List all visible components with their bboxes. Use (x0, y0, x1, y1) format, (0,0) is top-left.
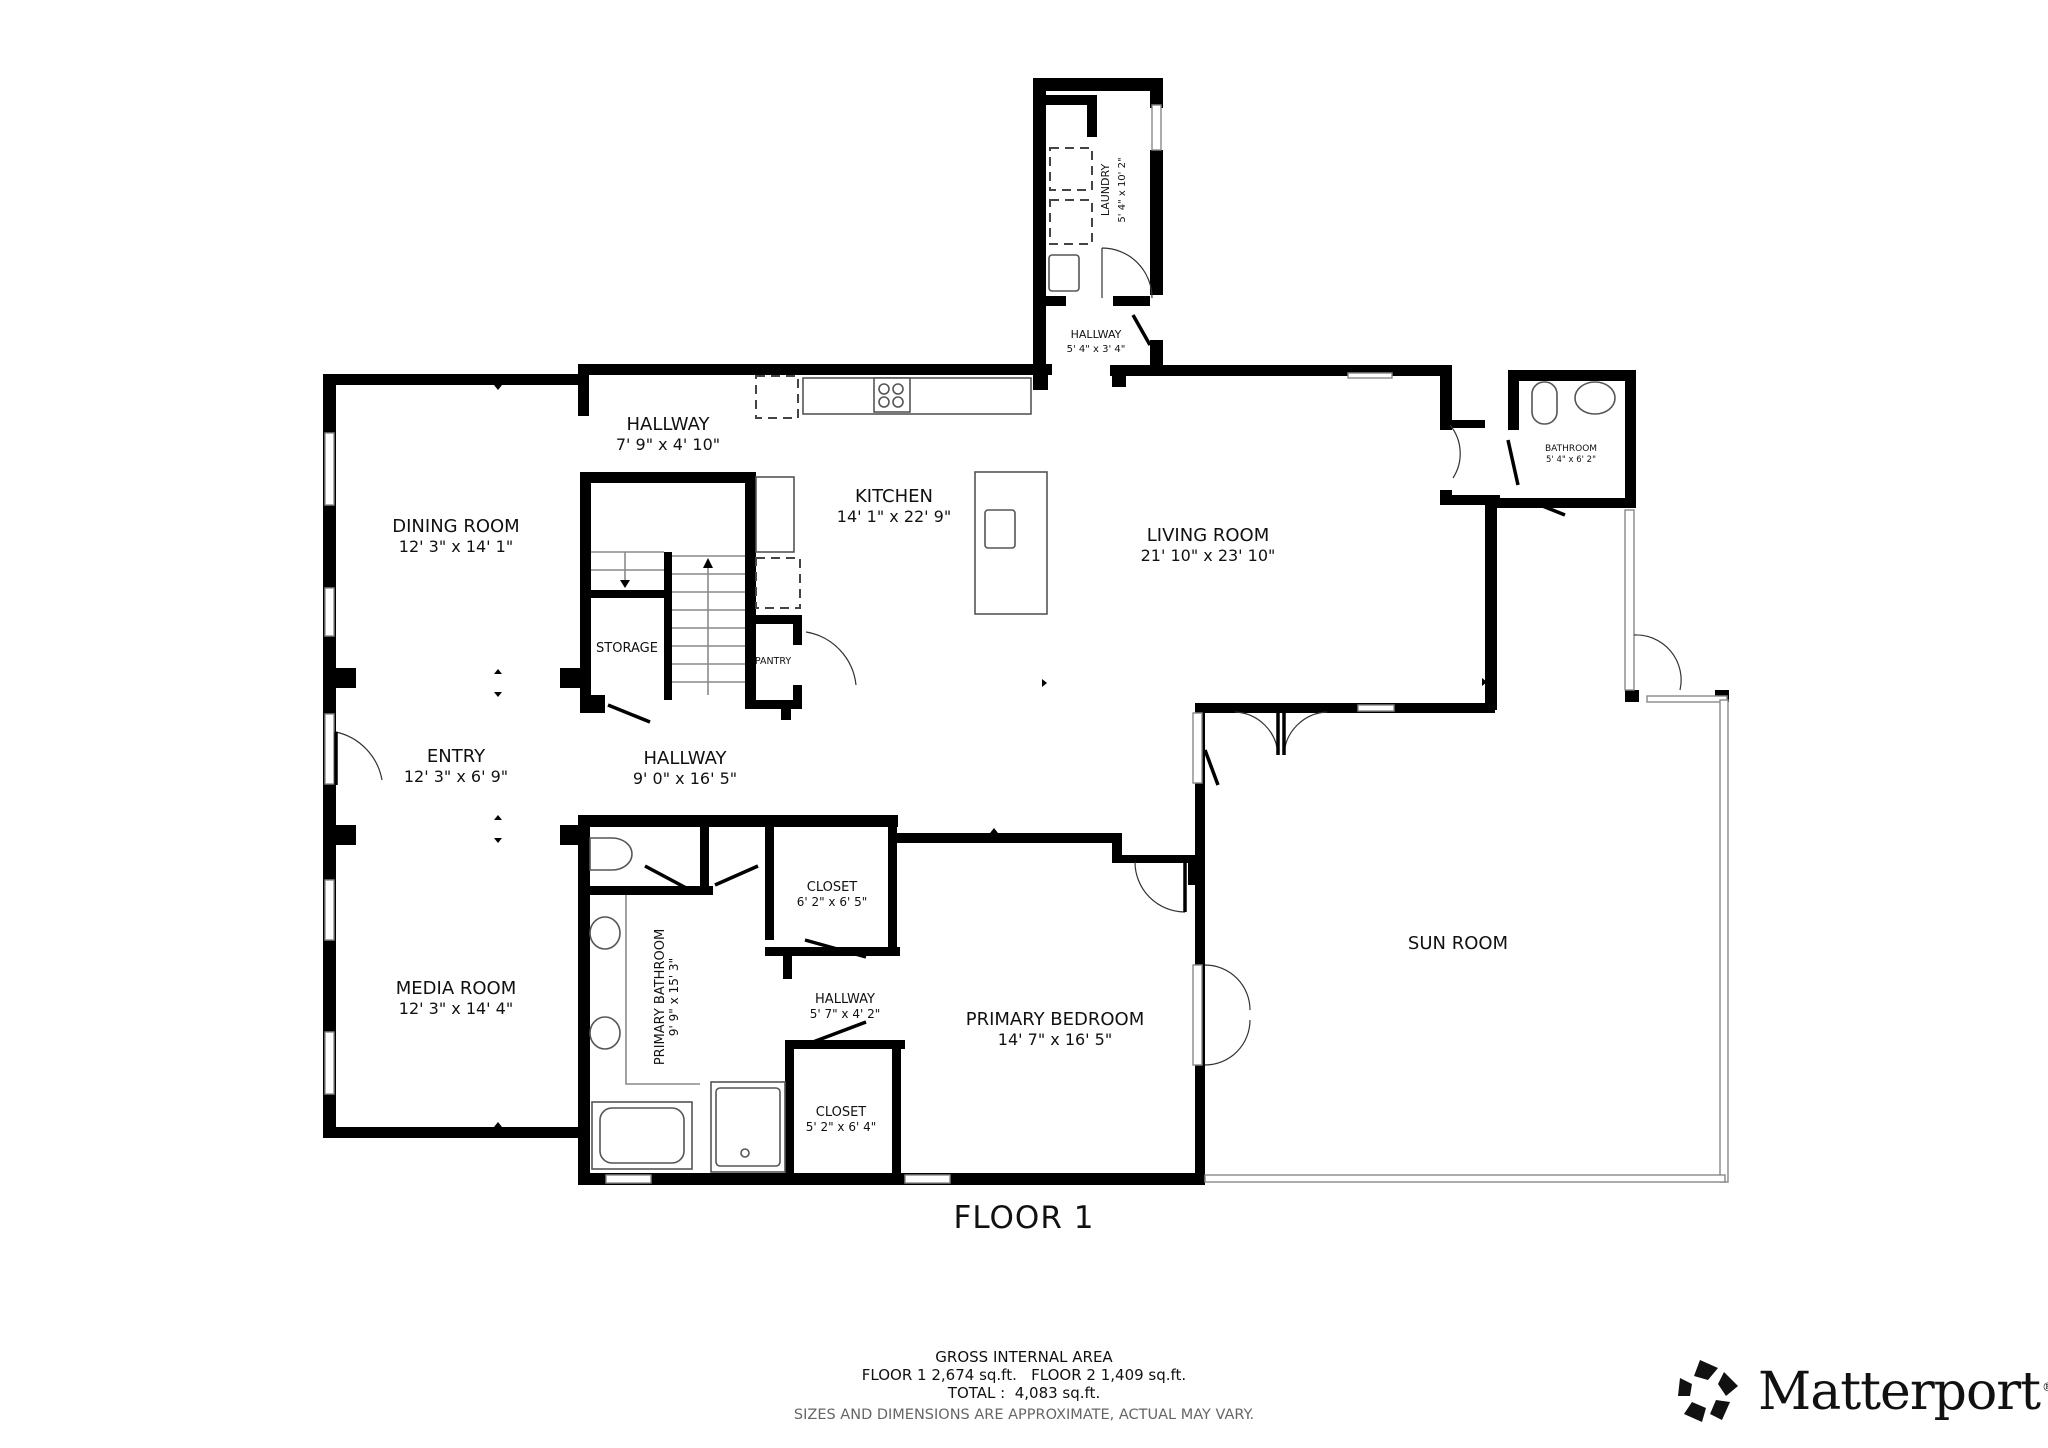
svg-text:9' 9" x 15' 3": 9' 9" x 15' 3" (667, 958, 681, 1036)
svg-text:9' 0" x 16' 5": 9' 0" x 16' 5" (633, 769, 737, 788)
matterport-logo: Matterport® (1672, 1352, 2048, 1432)
bathroom-sink-icon (1574, 381, 1616, 415)
label-hallway-center: HALLWAY (644, 748, 728, 769)
svg-text:5' 4" x 3' 4": 5' 4" x 3' 4" (1067, 344, 1126, 355)
toilet-primary-icon (589, 837, 633, 871)
label-hallway-top: HALLWAY (627, 414, 711, 435)
label-closet-lower: CLOSET (816, 1105, 867, 1120)
washer-icon (1049, 147, 1093, 191)
fridge-icon (755, 375, 799, 419)
label-closet-upper: CLOSET (807, 880, 858, 895)
label-primary-bedroom: PRIMARY BEDROOM (966, 1009, 1145, 1030)
stairs (591, 551, 745, 695)
label-pantry: PANTRY (755, 656, 792, 667)
gross-internal-area: GROSS INTERNAL AREA FLOOR 1 2,674 sq.ft.… (0, 1348, 2048, 1424)
svg-text:5' 4" x 10' 2": 5' 4" x 10' 2" (1117, 157, 1128, 222)
room-labels: LAUNDRY 5' 4" x 10' 2" HALLWAY 5' 4" x 3… (392, 157, 1597, 1134)
vanity-sink-icon (589, 916, 621, 950)
svg-text:21' 10" x 23' 10": 21' 10" x 23' 10" (1141, 546, 1276, 565)
svg-text:12' 3" x 14' 4": 12' 3" x 14' 4" (399, 999, 513, 1018)
label-laundry: LAUNDRY (1099, 164, 1112, 217)
dryer-icon (1049, 199, 1093, 245)
label-dining-room: DINING ROOM (392, 516, 519, 537)
label-hallway-closets: HALLWAY (815, 992, 875, 1007)
label-bathroom: BATHROOM (1545, 444, 1597, 454)
svg-text:5' 7" x 4' 2": 5' 7" x 4' 2" (810, 1007, 881, 1021)
brand-name: Matterport® (1758, 1362, 2048, 1422)
floor-title: FLOOR 1 (953, 1200, 1095, 1236)
vanity-sink-icon-2 (589, 1016, 621, 1050)
matterport-logo-icon (1678, 1360, 1738, 1422)
fixtures (589, 147, 1616, 1173)
label-entry: ENTRY (427, 746, 486, 767)
area-heading: GROSS INTERNAL AREA (935, 1348, 1113, 1366)
label-kitchen: KITCHEN (855, 486, 933, 507)
label-sun-room: SUN ROOM (1408, 933, 1508, 954)
area-disclaimer: SIZES AND DIMENSIONS ARE APPROXIMATE, AC… (793, 1407, 1255, 1423)
svg-text:14' 7" x 16' 5": 14' 7" x 16' 5" (998, 1030, 1112, 1049)
doors (334, 247, 1682, 1066)
measure-markers (494, 385, 1487, 1127)
svg-text:12' 3" x 14' 1": 12' 3" x 14' 1" (399, 537, 513, 556)
svg-text:6' 2" x 6' 5": 6' 2" x 6' 5" (797, 895, 868, 909)
label-primary-bathroom: PRIMARY BATHROOM (653, 929, 668, 1065)
svg-text:12' 3" x 6' 9": 12' 3" x 6' 9" (404, 767, 508, 786)
label-living-room: LIVING ROOM (1147, 525, 1269, 546)
area-total: TOTAL : 4,083 sq.ft. (947, 1384, 1101, 1402)
svg-text:5' 2" x 6' 4": 5' 2" x 6' 4" (806, 1120, 877, 1134)
toilet-icon (1531, 381, 1558, 425)
sink-icon (984, 509, 1016, 549)
walls (323, 78, 1729, 1185)
label-storage: STORAGE (596, 641, 658, 656)
interior-walls (578, 472, 1198, 1180)
label-media-room: MEDIA ROOM (396, 978, 516, 999)
area-floors: FLOOR 1 2,674 sq.ft. FLOOR 2 1,409 sq.ft… (861, 1366, 1187, 1384)
cooktop-icon (873, 377, 911, 413)
windows (324, 104, 1729, 1184)
svg-text:5' 4" x 6' 2": 5' 4" x 6' 2" (1546, 455, 1596, 465)
svg-text:7' 9" x 4' 10": 7' 9" x 4' 10" (616, 435, 720, 454)
label-hallway-laundry: HALLWAY (1071, 328, 1122, 341)
svg-text:14' 1" x 22' 9": 14' 1" x 22' 9" (837, 507, 951, 526)
